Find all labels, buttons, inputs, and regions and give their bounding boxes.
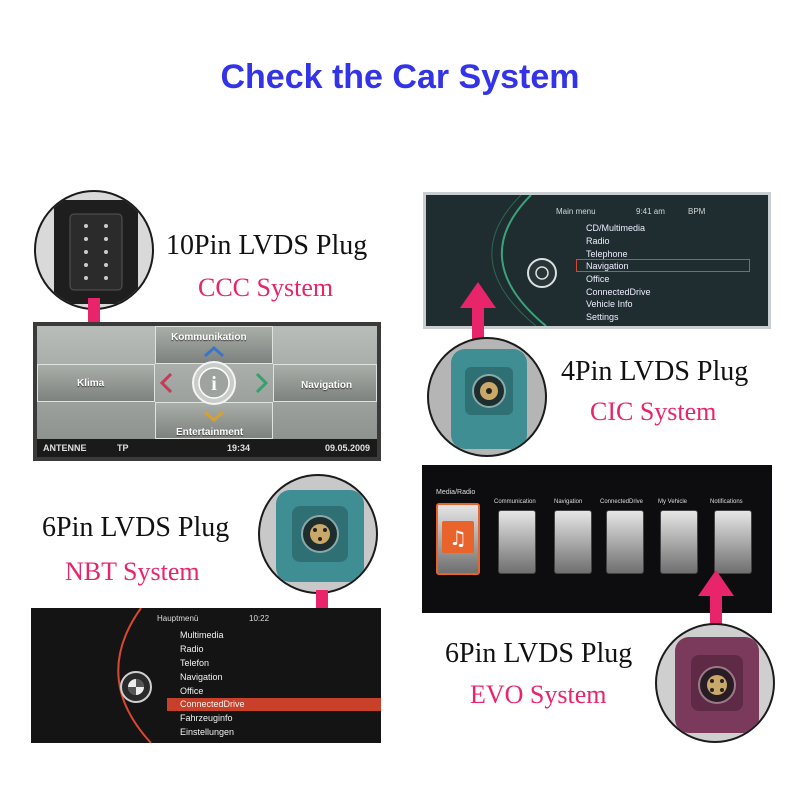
nbt-menu-item: Multimedia [180,630,224,640]
nbt-menu-item: Fahrzeuginfo [180,713,233,723]
status-date: 09.05.2009 [325,443,371,453]
cic-plug-photo [427,337,547,457]
svg-text:♫: ♫ [449,526,467,550]
ccc-screen: Kommunikation Klima Navigation Entertain… [33,322,381,461]
cic-menu-item: Settings [586,312,619,322]
nbt-menu-item: ConnectedDrive [180,699,245,709]
cic-header-title: Main menu [556,207,596,216]
nbt-plug-photo [258,474,378,594]
evo-card-label: Media/Radio [436,489,476,496]
evo-vehicle-card [660,510,698,574]
evo-plug-photo [655,623,775,743]
ccc-menu-left: Klima [77,378,105,389]
evo-media-card: ♫ [436,503,480,575]
chevron-down-icon [204,410,224,422]
evo-system-label: EVO System [470,680,607,709]
ccc-plug-photo [34,190,154,310]
evo-card-label: Navigation [554,499,583,505]
cic-selection-box [576,259,750,272]
nbt-menu-item: Office [180,686,204,696]
nbt-menu-item: Radio [180,644,204,654]
cic-menu-item: Radio [586,236,610,246]
page-title: Check the Car System [220,58,580,96]
evo-plug-label: 6Pin LVDS Plug [445,638,633,669]
status-antenne: ANTENNE [43,443,87,453]
svg-text:i: i [211,373,217,395]
nbt-system-label: NBT System [65,557,200,586]
status-time: 19:34 [227,443,251,453]
ccc-menu-top: Kommunikation [171,332,247,343]
evo-card-label: ConnectedDrive [600,499,644,505]
evo-card-label: Communication [494,499,536,505]
bmw-logo-icon [120,671,152,703]
ccc-status-bar: ANTENNE TP 19:34 09.05.2009 [37,439,377,457]
evo-communication-card [498,510,536,574]
controller-icon [527,258,557,288]
cic-header-bpm: BPM [688,207,706,216]
cic-plug-label: 4Pin LVDS Plug [561,356,749,387]
ccc-menu-bottom: Entertainment [176,427,244,438]
evo-card-label: My Vehicle [658,499,688,505]
cic-menu-item: CD/Multimedia [586,223,646,233]
nbt-menu-item: Einstellungen [180,727,235,737]
nbt-header-time: 10:22 [249,614,270,623]
cic-system-label: CIC System [590,397,717,426]
arrow-up-icon [460,282,496,344]
ccc-system-label: CCC System [198,273,334,302]
cic-menu-item: Telephone [586,249,628,259]
nbt-menu-item: Navigation [180,672,223,682]
music-note-icon: ♫ [442,521,474,553]
chevron-up-icon [204,346,224,358]
evo-navigation-card [554,510,592,574]
info-icon: i [192,361,236,405]
evo-notifications-card [714,510,752,574]
cic-menu-item: Office [586,274,610,284]
chevron-right-icon [255,372,269,394]
cic-menu-item: Vehicle Info [586,299,633,309]
status-tp: TP [117,443,129,453]
cic-header-time: 9:41 am [636,207,665,216]
evo-connecteddrive-card [606,510,644,574]
evo-card-label: Notifications [710,499,743,505]
nbt-screen: Hauptmenü 10:22 Multimedia Radio Telefon… [31,608,381,743]
cic-menu-item: Navigation [586,261,629,271]
ccc-menu-right: Navigation [301,380,353,391]
nbt-plug-label: 6Pin LVDS Plug [42,512,230,543]
nbt-menu-item: Telefon [180,658,210,668]
nbt-header-title: Hauptmenü [157,614,199,623]
cic-menu-item: ConnectedDrive [586,287,651,297]
ccc-plug-label: 10Pin LVDS Plug [166,230,368,261]
chevron-left-icon [159,372,173,394]
